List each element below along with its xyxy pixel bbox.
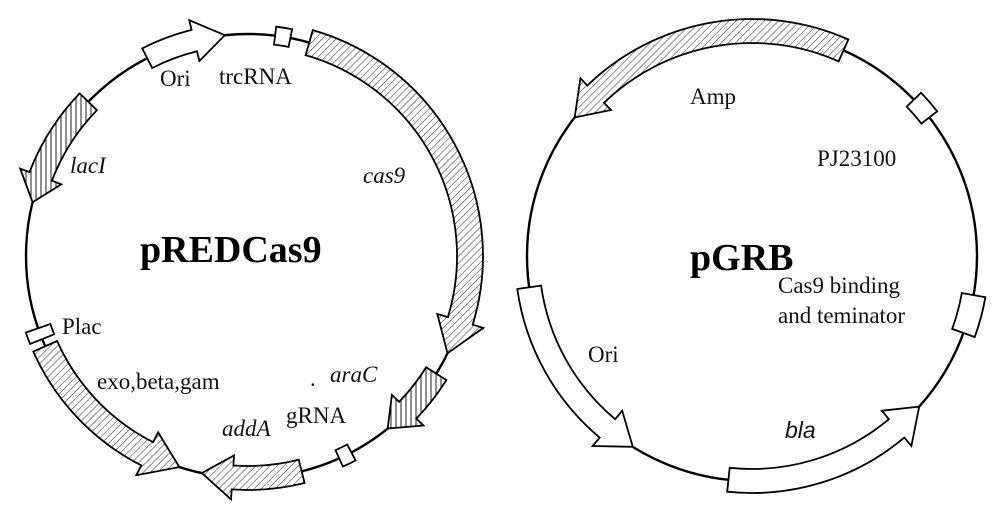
label-cas9: cas9 [363, 163, 406, 188]
trcrna-box [274, 27, 292, 47]
cas9-binding-terminator-box [952, 293, 985, 337]
label-bla: bla [785, 417, 816, 443]
label-trcrna: trcRNA [219, 64, 292, 89]
grna-box [336, 445, 356, 467]
arac-arrow [388, 367, 447, 428]
label-and-terminator: and teminator [778, 303, 905, 328]
label-laci: lacI [70, 153, 107, 178]
label-plac: Plac [62, 314, 102, 339]
label-dot: . [310, 366, 316, 391]
laci-arrow [20, 93, 97, 202]
label-cas9-binding: Cas9 binding [778, 273, 901, 298]
bla-arrow [727, 407, 919, 493]
label-ori-pgrb: Ori [588, 342, 619, 367]
label-ori: Ori [160, 66, 191, 91]
adda-arrow [202, 456, 305, 500]
label-grna: gRNA [286, 403, 346, 428]
label-arac: araC [330, 362, 378, 387]
pREDCas9-title: pREDCas9 [140, 229, 322, 271]
exo-beta-gam-arrow [33, 341, 179, 475]
plac-box [26, 324, 54, 344]
label-amp: Amp [690, 84, 736, 109]
label-exo-beta-gam: exo,beta,gam [97, 369, 220, 394]
cas9-arrow [306, 30, 484, 353]
ori-arrow [142, 20, 225, 68]
label-pj23100: PJ23100 [817, 146, 896, 171]
label-adda: addA [222, 416, 272, 441]
